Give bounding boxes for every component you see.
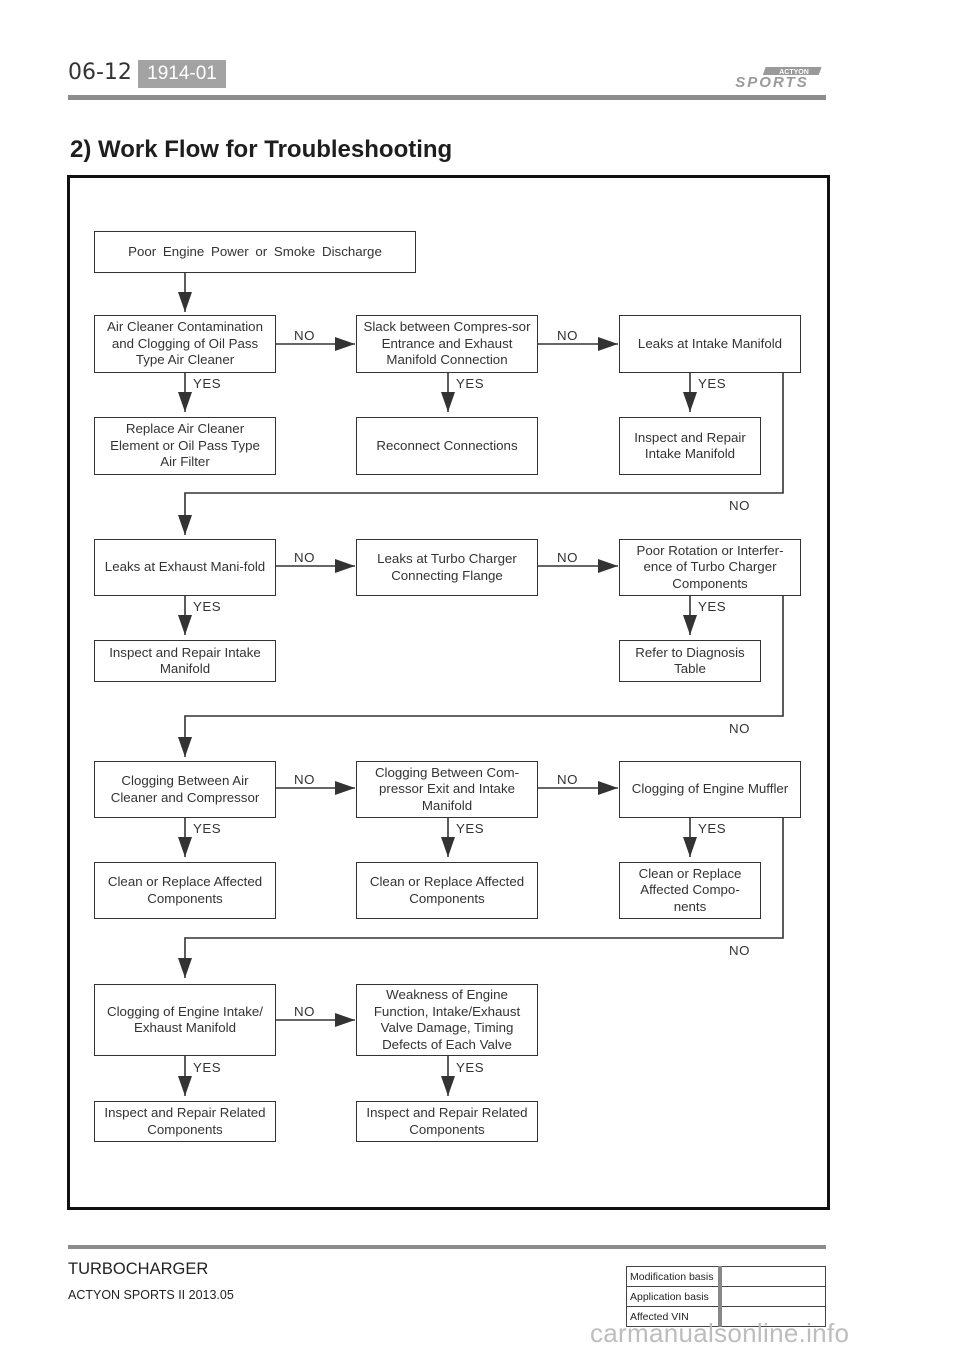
label-yes: YES bbox=[193, 599, 222, 614]
label-yes: YES bbox=[456, 1060, 485, 1075]
footer-model: ACTYON SPORTS II 2013.05 bbox=[68, 1288, 234, 1302]
label-yes: YES bbox=[698, 376, 727, 391]
label-yes: YES bbox=[698, 599, 727, 614]
label-yes: YES bbox=[193, 821, 222, 836]
label-yes: YES bbox=[456, 821, 485, 836]
flow-box-clean-replace-3: Clean or Replace Affected Compo-nents bbox=[619, 862, 761, 919]
flowchart-frame bbox=[67, 175, 830, 1210]
table-row: Modification basis bbox=[626, 1266, 826, 1287]
label-yes: YES bbox=[456, 376, 485, 391]
label-yes: YES bbox=[193, 1060, 222, 1075]
flow-box-clog-muffler: Clogging of Engine Muffler bbox=[619, 761, 801, 818]
svg-text:ACTYON: ACTYON bbox=[779, 69, 809, 76]
flow-start-box: Poor Engine Power or Smoke Discharge bbox=[94, 231, 416, 273]
svg-text:SPORTS: SPORTS bbox=[735, 74, 808, 90]
label-no: NO bbox=[294, 772, 315, 787]
flow-box-slack-connection: Slack between Compres-sor Entrance and E… bbox=[356, 315, 538, 373]
header-rule bbox=[68, 95, 826, 100]
watermark: carmanualsonline.info bbox=[590, 1318, 850, 1348]
table-value bbox=[719, 1266, 826, 1287]
table-value bbox=[719, 1306, 826, 1327]
doc-code-badge: 1914-01 bbox=[138, 60, 226, 88]
label-no: NO bbox=[294, 1004, 315, 1019]
flow-box-air-cleaner: Air Cleaner Contamination and Clogging o… bbox=[94, 315, 276, 373]
label-no: NO bbox=[294, 550, 315, 565]
label-no: NO bbox=[729, 943, 750, 958]
label-yes: YES bbox=[193, 376, 222, 391]
flow-box-clog-manifold: Clogging of Engine Intake/ Exhaust Manif… bbox=[94, 984, 276, 1056]
table-key: Modification basis bbox=[626, 1266, 722, 1287]
flow-box-exhaust-leaks: Leaks at Exhaust Mani-fold bbox=[94, 539, 276, 596]
label-yes: YES bbox=[698, 821, 727, 836]
actyon-sports-logo: ACTYON SPORTS bbox=[735, 67, 822, 90]
table-row: Affected VIN bbox=[626, 1306, 826, 1327]
page-title: 2) Work Flow for Troubleshooting bbox=[70, 136, 453, 163]
flow-box-clog-air-compressor: Clogging Between Air Cleaner and Compres… bbox=[94, 761, 276, 818]
flow-box-repair-related-2: Inspect and Repair Related Components bbox=[356, 1101, 538, 1142]
flow-box-intake-leaks: Leaks at Intake Manifold bbox=[619, 315, 801, 373]
table-value bbox=[719, 1286, 826, 1307]
flow-box-repair-related-1: Inspect and Repair Related Components bbox=[94, 1101, 276, 1142]
label-no: NO bbox=[294, 328, 315, 343]
revision-info-table: Modification basis Application basis Aff… bbox=[626, 1266, 826, 1327]
label-no: NO bbox=[557, 550, 578, 565]
table-key: Application basis bbox=[626, 1286, 722, 1307]
flow-box-clean-replace-1: Clean or Replace Affected Components bbox=[94, 862, 276, 919]
label-no: NO bbox=[729, 721, 750, 736]
flow-box-turbo-flange: Leaks at Turbo Charger Connecting Flange bbox=[356, 539, 538, 596]
footer-rule bbox=[68, 1245, 826, 1249]
flow-box-reconnect: Reconnect Connections bbox=[356, 417, 538, 475]
page-number: 06-12 bbox=[68, 60, 132, 85]
label-no: NO bbox=[729, 498, 750, 513]
flow-box-diagnosis-table: Refer to Diagnosis Table bbox=[619, 640, 761, 682]
table-key: Affected VIN bbox=[626, 1306, 722, 1327]
flow-box-engine-weakness: Weakness of Engine Function, Intake/Exha… bbox=[356, 984, 538, 1056]
footer-section-name: TURBOCHARGER bbox=[68, 1260, 209, 1278]
flow-box-replace-air-cleaner: Replace Air Cleaner Element or Oil Pass … bbox=[94, 417, 276, 475]
flow-box-repair-intake-2: Inspect and Repair Intake Manifold bbox=[94, 640, 276, 682]
flow-box-clog-compressor-intake: Clogging Between Com-pressor Exit and In… bbox=[356, 761, 538, 818]
flow-box-turbo-rotation: Poor Rotation or Interfer-ence of Turbo … bbox=[619, 539, 801, 596]
flow-box-repair-intake: Inspect and Repair Intake Manifold bbox=[619, 417, 761, 475]
table-row: Application basis bbox=[626, 1286, 826, 1307]
label-no: NO bbox=[557, 772, 578, 787]
flow-box-clean-replace-2: Clean or Replace Affected Components bbox=[356, 862, 538, 919]
label-no: NO bbox=[557, 328, 578, 343]
